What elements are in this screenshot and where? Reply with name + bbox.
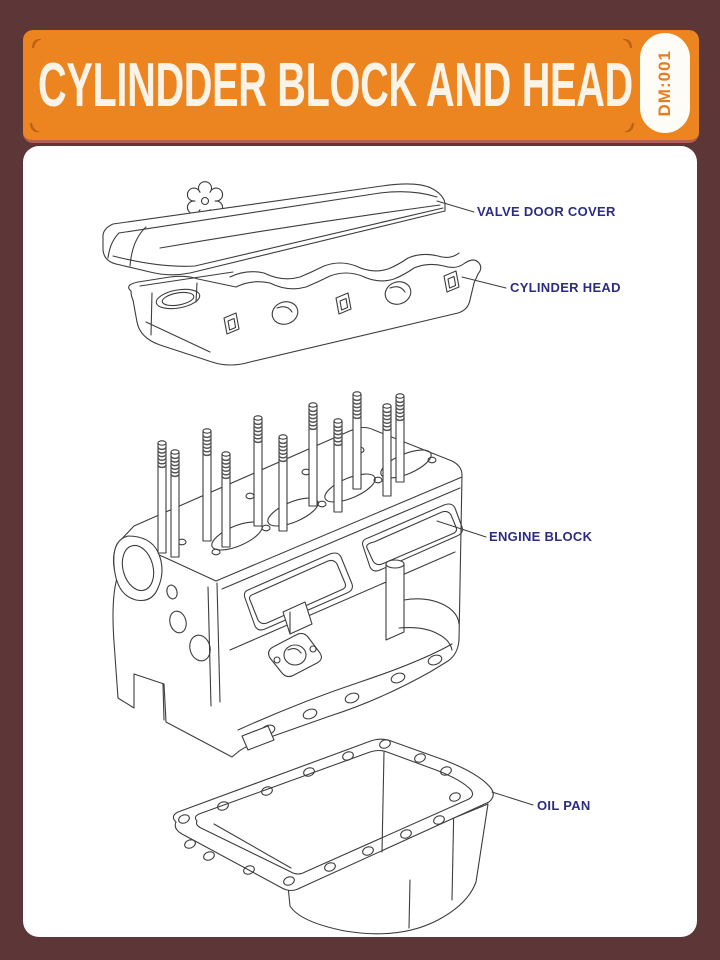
page-title: CYLINDDER BLOCK AND HEAD <box>38 50 633 120</box>
header-banner: CYLINDDER BLOCK AND HEAD DM:001 <box>23 30 699 143</box>
document-code-badge: DM:001 <box>640 33 690 133</box>
cylinder-head-drawing <box>128 252 482 366</box>
corner-curl-icon <box>31 37 43 49</box>
corner-curl-icon <box>621 37 633 49</box>
leader-lines <box>436 200 534 806</box>
leader-line-valve-door-cover <box>436 200 475 213</box>
label-cylinder-head: CYLINDER HEAD <box>510 280 621 295</box>
label-engine-block: ENGINE BLOCK <box>489 529 593 544</box>
corner-curl-icon <box>29 122 41 134</box>
valve-door-cover-drawing <box>102 181 446 276</box>
leader-line-oil-pan <box>491 791 534 806</box>
leader-line-engine-block <box>436 520 487 538</box>
label-valve-door-cover: VALVE DOOR COVER <box>477 204 616 219</box>
leader-line-cylinder-head <box>461 276 507 289</box>
engine-block-drawing <box>112 391 463 758</box>
corner-curl-icon <box>623 122 635 134</box>
oil-pan-drawing <box>172 738 494 935</box>
label-oil-pan: OIL PAN <box>537 798 591 813</box>
